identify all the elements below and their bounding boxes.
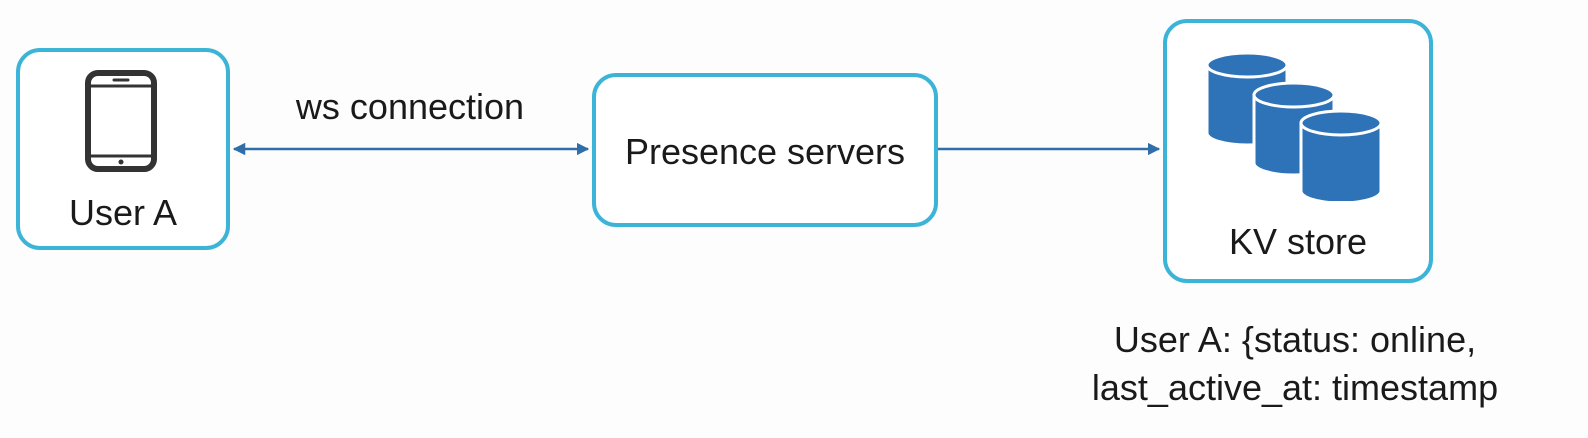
kv-value-line-1: User A: {status: online, [1113, 319, 1477, 360]
presence-servers-node: Presence servers [592, 73, 938, 227]
kv-store-label: KV store [1228, 221, 1368, 262]
kv-store-node: KV store [1163, 19, 1433, 283]
kv-value-note: User A: {status: online, last_active_at:… [1020, 316, 1570, 412]
mobile-phone-icon [85, 70, 157, 172]
presence-servers-label: Presence servers [624, 131, 906, 172]
user-node: User A [16, 48, 230, 250]
user-label: User A [68, 192, 178, 233]
database-icon [1205, 51, 1383, 201]
kv-value-line-2: last_active_at: timestamp [1091, 367, 1499, 408]
ws-connection-label: ws connection [295, 86, 525, 127]
